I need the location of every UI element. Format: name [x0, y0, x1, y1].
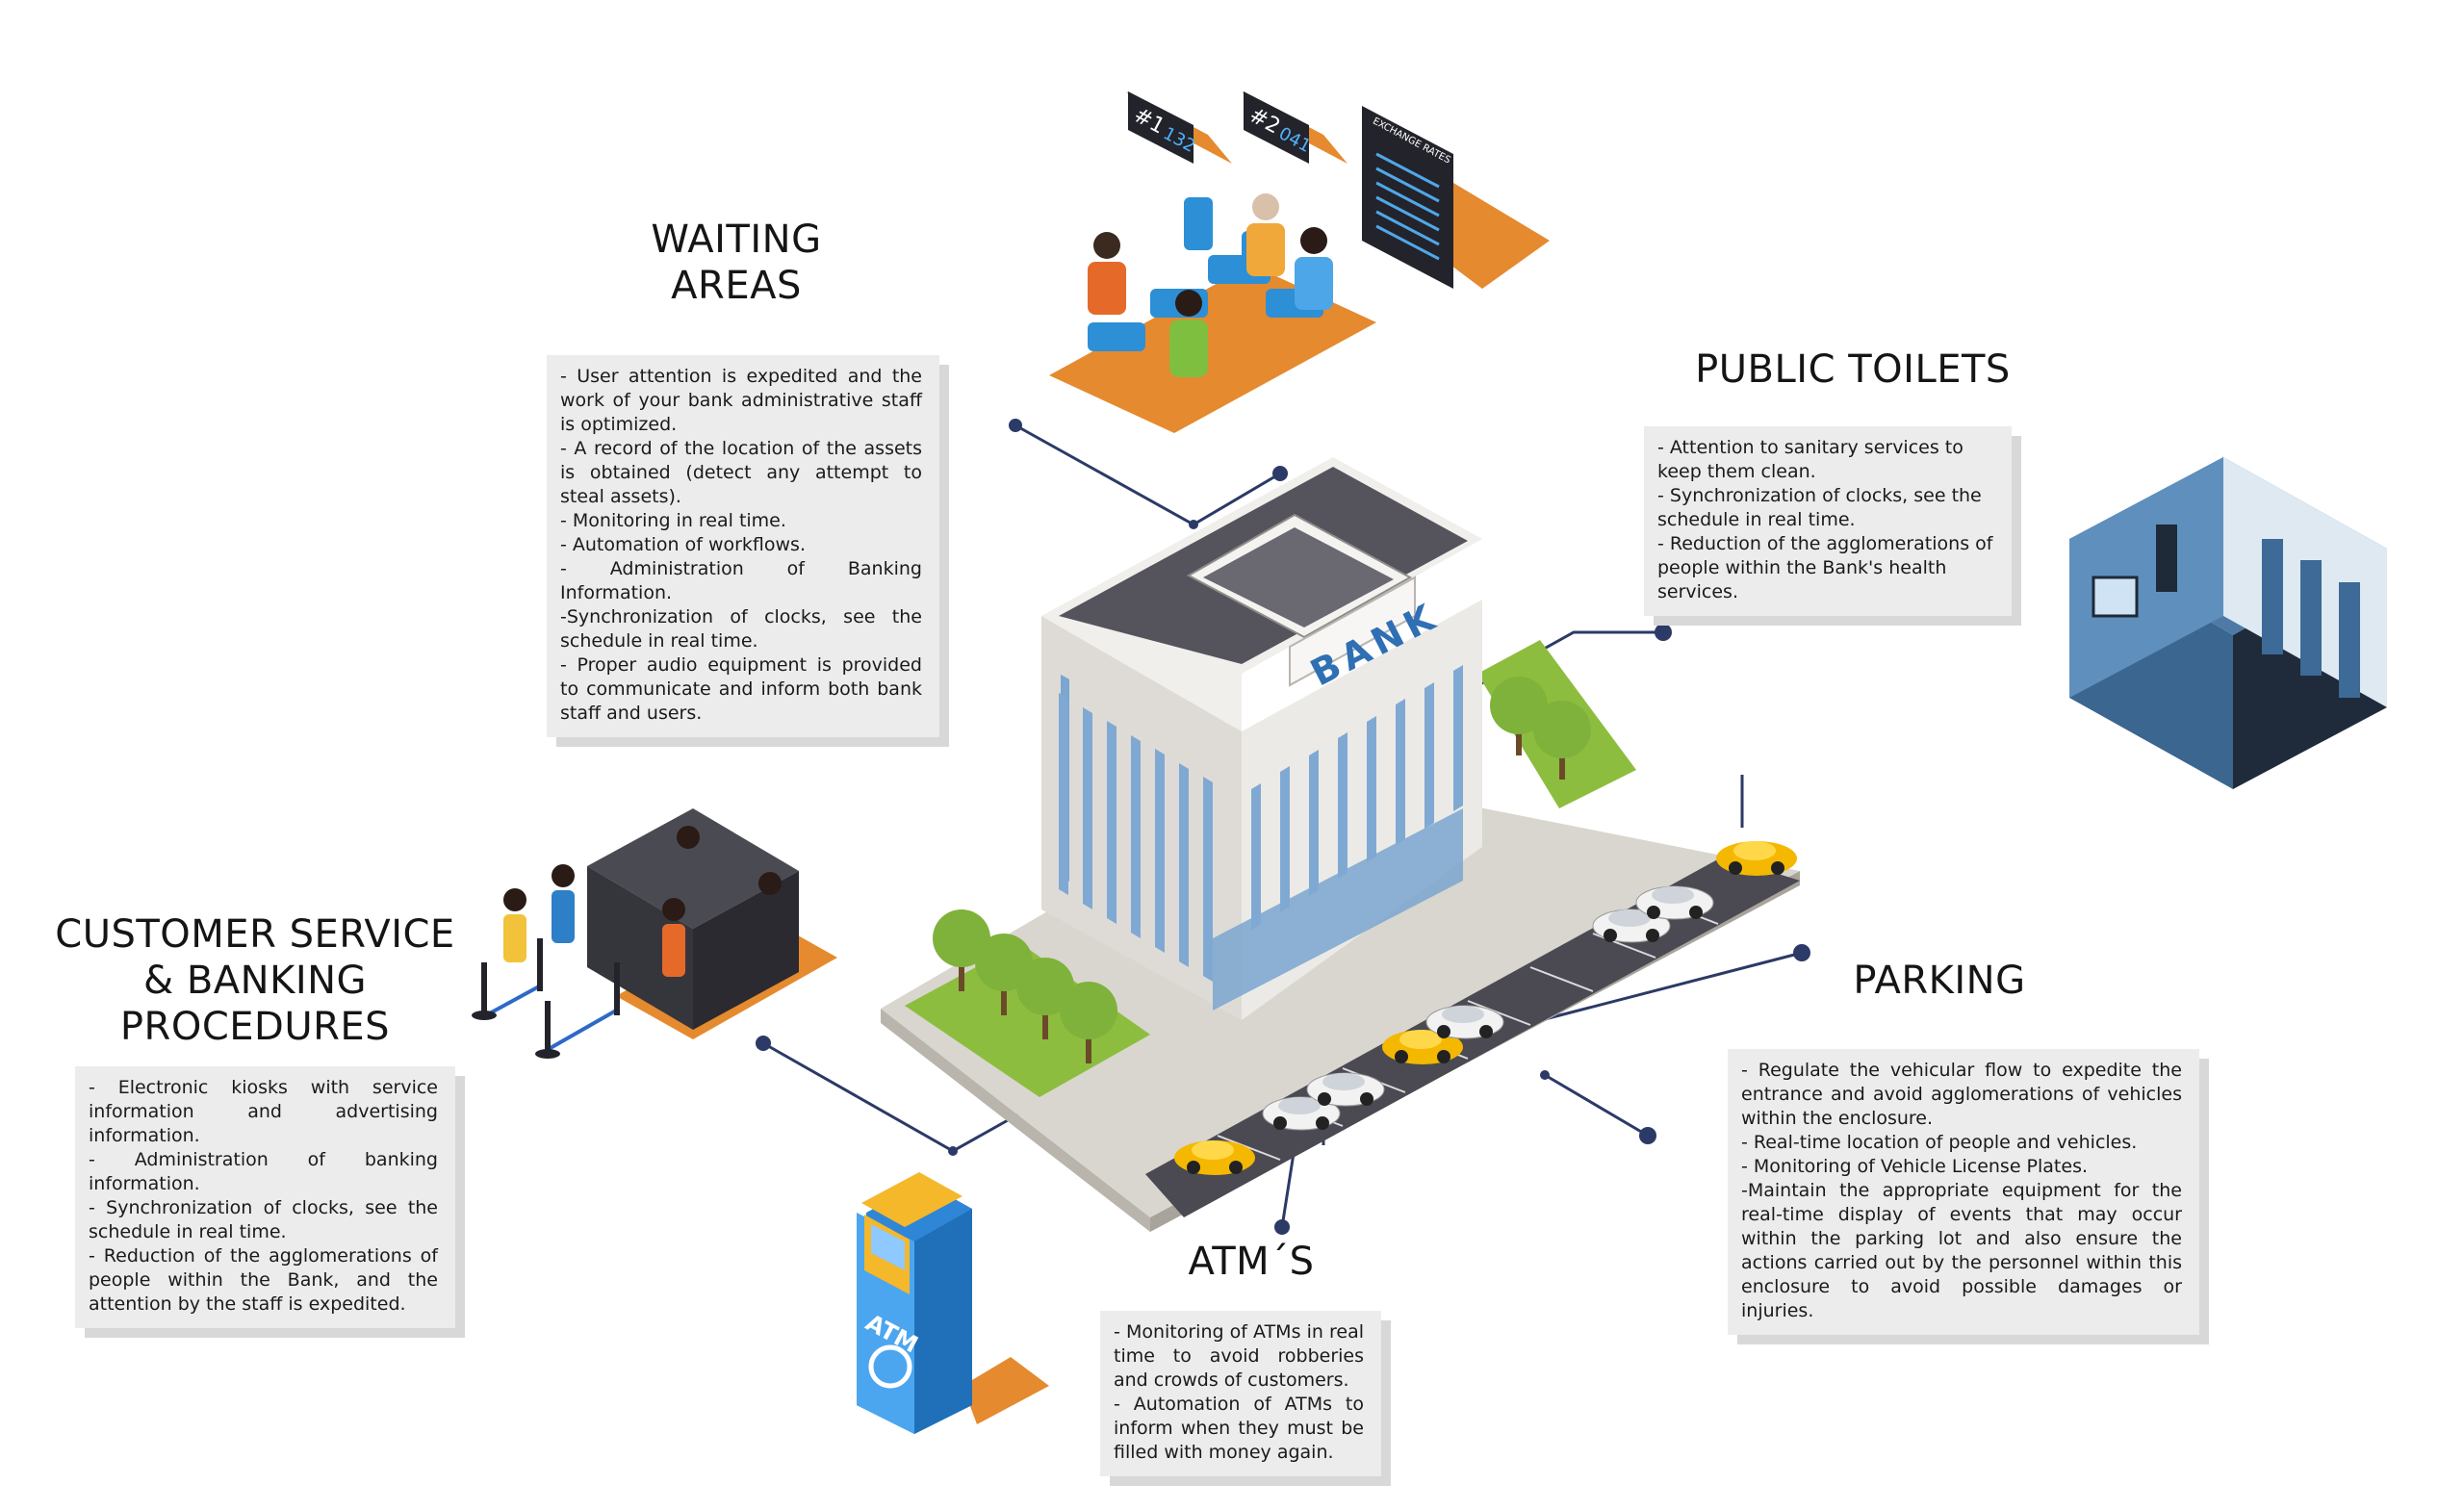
- car-white: [1306, 1072, 1385, 1107]
- heading-customer-service: CUSTOMER SERVICE & BANKING PROCEDURES: [55, 912, 455, 1049]
- card-waiting-areas: - User attention is expedited and the wo…: [547, 355, 949, 747]
- heading-waiting-areas: WAITING AREAS: [651, 218, 822, 308]
- heading-atms: ATM´S: [1188, 1240, 1315, 1284]
- card-customer-service: - Electronic kiosks with service informa…: [75, 1066, 465, 1338]
- car-white: [1262, 1096, 1341, 1131]
- right-windows: [1251, 665, 1463, 930]
- bank-building: BANK: [1041, 457, 1482, 1020]
- connector-parking-1: [1544, 951, 1803, 1021]
- customer-service-scene: [472, 808, 837, 1059]
- heading-public-toilets: PUBLIC TOILETS: [1695, 347, 2011, 392]
- waiting-area-scene: #1 132 #2 041 EXCHANGE RATES: [1049, 91, 1550, 433]
- counter-display-2: #2 041: [1242, 91, 1348, 164]
- atm-scene: ATM: [857, 1172, 1049, 1434]
- left-windows: [1059, 693, 1213, 982]
- waiting-people: [1088, 193, 1333, 377]
- car-white: [1425, 1005, 1504, 1039]
- exchange-rate-board: EXCHANGE RATES: [1362, 106, 1550, 289]
- counter-display-1: #1 132: [1126, 91, 1232, 164]
- parked-cars: [1174, 841, 1797, 1175]
- car-taxi: [1174, 1140, 1255, 1175]
- public-toilets-scene: [2069, 457, 2387, 789]
- connector-parking-2: [1544, 1073, 1649, 1138]
- car-taxi: [1382, 1030, 1463, 1064]
- car-white: [1635, 885, 1714, 920]
- car-taxi: [1716, 841, 1797, 876]
- card-parking: - Regulate the vehicular flow to expedit…: [1728, 1049, 2209, 1344]
- card-public-toilets: - Attention to sanitary services to keep…: [1644, 426, 2021, 626]
- connector-dots: [756, 419, 1810, 1235]
- trees: [933, 677, 1591, 1063]
- card-atms: - Monitoring of ATMs in real time to avo…: [1100, 1311, 1391, 1486]
- heading-parking: PARKING: [1853, 959, 2026, 1003]
